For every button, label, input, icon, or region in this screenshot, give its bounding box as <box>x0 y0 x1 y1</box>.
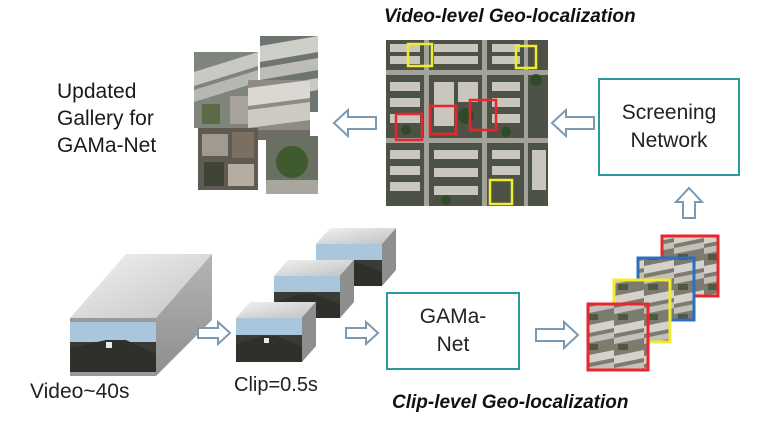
aerial-map <box>386 40 548 206</box>
arrow-up-to-screening <box>674 186 704 219</box>
arrow-left-to-gallery <box>332 108 377 138</box>
video-level-title: Video-level Geo-localization <box>384 6 636 27</box>
screening-line-2: Network <box>630 129 708 152</box>
clip-stack <box>236 228 396 362</box>
gama-net-box: GAMa- Net <box>386 292 520 370</box>
gallery-tile-3 <box>248 80 310 140</box>
screening-network-box: Screening Network <box>598 78 740 176</box>
gallery-label-line-1: Updated <box>57 80 137 103</box>
tile-red-front <box>586 302 650 372</box>
gama-line-2: Net <box>436 333 470 356</box>
gallery-tile-5-image <box>266 136 318 194</box>
gama-line-1: GAMa- <box>419 305 487 328</box>
gallery-tile-1-image <box>194 52 258 128</box>
video-label: Video~40s <box>30 380 130 403</box>
video-block <box>70 254 212 376</box>
clip-level-title: Clip-level Geo-localization <box>392 392 629 413</box>
gallery-tile-4 <box>198 128 258 190</box>
arrow-gama-to-tiles <box>535 320 580 350</box>
screening-line-1: Screening <box>621 101 717 124</box>
arrow-clip-to-gama <box>345 320 380 346</box>
gallery-label-line-2: Gallery for <box>57 107 154 130</box>
gallery-label: Updated Gallery for GAMa-Net <box>57 78 156 159</box>
clip-label: Clip=0.5s <box>234 374 318 396</box>
gallery-tile-3-image <box>248 80 310 140</box>
clip-1 <box>236 302 316 362</box>
aerial-map-image <box>386 40 548 206</box>
predicted-tiles <box>586 234 720 372</box>
arrow-left-to-aerial <box>550 108 595 138</box>
gallery-label-line-3: GAMa-Net <box>57 134 157 157</box>
gallery-tile-5 <box>266 136 318 194</box>
gallery-tile-1 <box>194 52 258 128</box>
gallery-tile-4-image <box>198 128 258 190</box>
arrow-video-to-clip <box>197 320 232 346</box>
